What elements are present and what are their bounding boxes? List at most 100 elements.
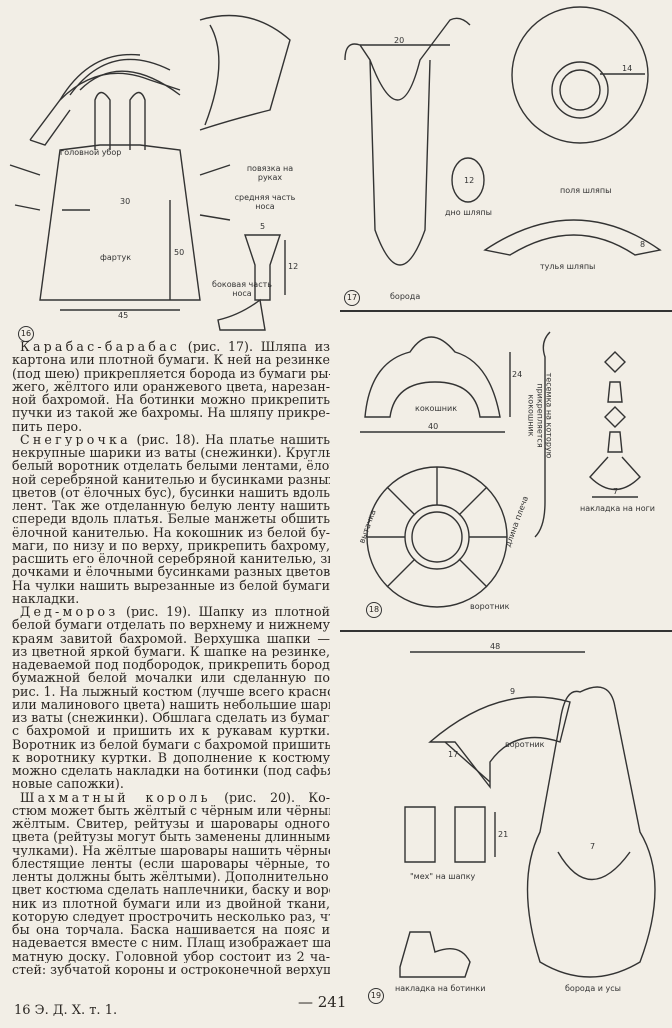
figure-18-drawing xyxy=(360,331,641,608)
dim-fur-height: 21 xyxy=(498,830,509,839)
label-fur: "мех" на шапку xyxy=(410,872,476,881)
dim-beard-width: 20 xyxy=(394,36,405,45)
text-line: которую следует прострочить несколько ра… xyxy=(12,910,330,923)
line-text: ёлочной канителью. На кокошник из белой … xyxy=(12,525,330,539)
label-apron: фартук xyxy=(100,253,132,262)
text-line: лент. Так же отделанную белую ленту наши… xyxy=(12,499,330,512)
dim-nose-width: 5 xyxy=(260,222,266,231)
text-line: надеваемой под подбородок, прикрепить бо… xyxy=(12,658,330,671)
paragraph: Шахматный король (рис. 20). Ко-стюм може… xyxy=(12,791,330,977)
text-line: Снегурочка (рис. 18). На платье нашить xyxy=(12,433,330,446)
text-line: Дед-мороз (рис. 19). Шапку из плотной xyxy=(12,605,330,618)
line-text: ленты должны быть жёлтыми). Дополнительн… xyxy=(12,870,330,884)
line-text: спереди вдоль платья. Белые манжеты обши… xyxy=(12,512,330,526)
line-text: расшить его ёлочной серебряной канителью… xyxy=(12,552,330,566)
figure-17-drawing xyxy=(344,6,662,266)
figure-number-16: 16 xyxy=(18,326,34,342)
text-line: спереди вдоль платья. Белые манжеты обши… xyxy=(12,512,330,525)
text-line: из цветной яркой бумаги. К шапке на рези… xyxy=(12,645,330,658)
text-line: На чулки нашить вырезанные из белой бума… xyxy=(12,579,330,592)
text-line: пучки из такой же бахромы. На шляпу прик… xyxy=(12,406,330,419)
text-line: надевается вместе с ним. Плащ изображает… xyxy=(12,936,330,949)
section-heading: Шахматный король xyxy=(20,790,211,804)
line-text: (рис. 19). Шапку из плотной xyxy=(118,605,330,619)
text-line: некрупные шарики из ваты (снежинки). Кру… xyxy=(12,446,330,459)
text-line: ёлочной канителью. На кокошник из белой … xyxy=(12,526,330,539)
label-beard: борода и усы xyxy=(565,984,621,993)
figure-17: 20 12 14 8 борода дно шляпы поля шляпы т… xyxy=(340,0,672,310)
text-line: цветов (от ёлочных бус), бусинки нашить … xyxy=(12,486,330,499)
line-text: блестящие ленты (если шаровары чёрные, т… xyxy=(12,856,330,870)
text-line: можно сделать накладки на ботинки (под с… xyxy=(12,764,330,777)
text-line: из ваты (снежинки). Обшлага сделать из б… xyxy=(12,711,330,724)
figure-19-drawing xyxy=(399,651,656,978)
line-text: бумажной белой мочалки или сделанную по xyxy=(12,671,330,685)
text-line: маги, по низу и по верху, прикрепить бах… xyxy=(12,539,330,552)
line-text: из цветной яркой бумаги. К шапке на рези… xyxy=(12,644,330,658)
line-text: белый воротник отделать белыми лентами, … xyxy=(12,459,330,473)
label-hat-bottom: дно шляпы xyxy=(445,208,492,217)
divider-17-18 xyxy=(340,310,672,312)
label-collar: воротник xyxy=(470,602,510,611)
label-nose-side: боковая часть носа xyxy=(212,280,272,298)
dim-kokoshnik-width: 40 xyxy=(428,422,439,431)
text-line: рис. 1. На лыжный костюм (лучше всего кр… xyxy=(12,685,330,698)
text-line: дочками и ёлочными бусинками разных цвет… xyxy=(12,565,330,578)
label-leg-patch: накладка на ноги xyxy=(580,504,655,513)
line-text: к воротнику куртки. В дополнение к костю… xyxy=(12,750,330,764)
line-text: жёлтым. Свитер, рейтузы и шаровары одног… xyxy=(12,817,330,831)
line-text: Воротник из белой бумаги с бахромой приш… xyxy=(12,737,330,751)
line-text: цветов (от ёлочных бус), бусинки нашить … xyxy=(12,485,330,499)
line-text: рис. 1. На лыжный костюм (лучше всего кр… xyxy=(12,684,330,698)
text-line: бумажной белой мочалки или сделанную по xyxy=(12,671,330,684)
text-line: цвет костюма сделать наплечники, баску и… xyxy=(12,883,330,896)
line-text: или малинового цвета) нашить небольшие ш… xyxy=(12,697,330,711)
line-text: с бахромой и пришить их к рукавам куртки… xyxy=(12,724,330,738)
label-hat-brim: поля шляпы xyxy=(560,186,612,195)
divider-18-19 xyxy=(340,630,672,632)
text-line: ной серебряной канителью и бусинками раз… xyxy=(12,473,330,486)
text-line: ленты должны быть жёлтыми). Дополнительн… xyxy=(12,870,330,883)
footer-signature: 16 Э. Д. Х. т. 1. xyxy=(14,1003,118,1018)
line-text: цвета (рейтузы могут быть заменены длинн… xyxy=(12,830,330,844)
text-line: расшить его ёлочной серебряной канителью… xyxy=(12,552,330,565)
line-text: ной бахромой. На ботинки можно прикрепит… xyxy=(12,393,330,407)
line-text: (рис. 20). Ко- xyxy=(210,790,330,804)
text-line: матную доску. Головной убор состоит из 2… xyxy=(12,950,330,963)
section-heading: Дед-мороз xyxy=(20,605,119,619)
text-line: белый воротник отделать белыми лентами, … xyxy=(12,459,330,472)
line-text: (под шею) прикрепляется борода из бумаги… xyxy=(12,366,330,380)
line-text: ник из плотной бумаги или из двойной тка… xyxy=(12,896,330,910)
line-text: бы она торчала. Баска нашивается на пояс… xyxy=(12,923,330,937)
text-line: чулками). На жёлтые шаровары нашить чёрн… xyxy=(12,844,330,857)
dim-hat-brim: 14 xyxy=(622,64,633,73)
text-line: ник из плотной бумаги или из двойной тка… xyxy=(12,897,330,910)
section-heading: Снегурочка xyxy=(20,432,131,446)
label-armband: повязка на руках xyxy=(246,164,294,182)
dim-nose-height: 12 xyxy=(288,262,299,271)
label-nose-middle: средняя часть носа xyxy=(234,193,296,211)
figure-19: 48 9 17 21 7 воротник "мех" на шапку нак… xyxy=(340,632,672,1024)
line-text: дочками и ёлочными бусинками разных цвет… xyxy=(12,565,330,579)
line-text: маги, по низу и по верху, прикрепить бах… xyxy=(12,538,330,552)
line-text: которую следует прострочить несколько ра… xyxy=(12,909,330,923)
figure-16-drawing xyxy=(9,14,291,331)
line-text: жего, жёлтого или оранжевого цвета, наре… xyxy=(12,379,330,393)
text-line: жёлтым. Свитер, рейтузы и шаровары одног… xyxy=(12,817,330,830)
label-boot-patch: накладка на ботинки xyxy=(395,984,486,993)
label-kokoshnik: кокошник xyxy=(415,404,458,413)
figure-number-18: 18 xyxy=(366,602,382,618)
line-text: краям завитой бахромой. Верхушка шапки — xyxy=(12,631,330,645)
text-line: белой бумаги отделать по верхнему и нижн… xyxy=(12,618,330,631)
text-line: блестящие ленты (если шаровары чёрные, т… xyxy=(12,857,330,870)
line-text: чулками). На жёлтые шаровары нашить чёрн… xyxy=(12,843,330,857)
text-line: краям завитой бахромой. Верхушка шапки — xyxy=(12,632,330,645)
text-line: ной бахромой. На ботинки можно прикрепит… xyxy=(12,393,330,406)
text-line: Шахматный король (рис. 20). Ко- xyxy=(12,791,330,804)
figure-16: головной убор повязка на руках средняя ч… xyxy=(0,0,340,342)
line-text: надевается вместе с ним. Плащ изображает… xyxy=(12,936,330,950)
line-text: цвет костюма сделать наплечники, баску и… xyxy=(12,883,330,897)
section-heading: Карабас-барабас xyxy=(20,340,181,354)
